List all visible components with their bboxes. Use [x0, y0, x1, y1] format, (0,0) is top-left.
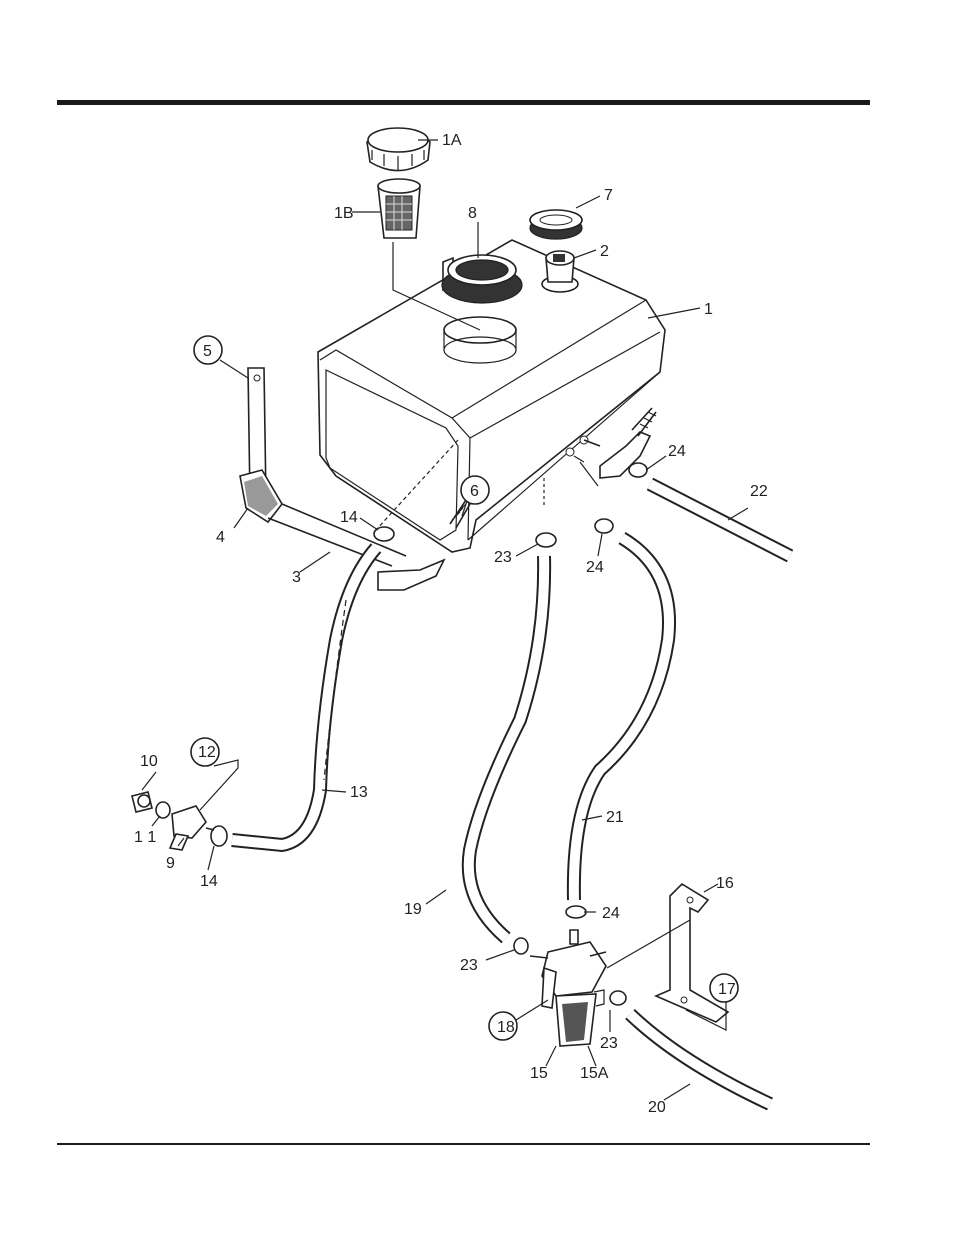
callout-23-upper: 23: [494, 549, 512, 566]
callout-24-upper: 24: [668, 443, 686, 460]
fuel-gauge: [542, 251, 578, 292]
callout-23-lower-right: 23: [600, 1035, 618, 1052]
callout-24-middle: 24: [586, 559, 604, 576]
callout-1B: 1B: [334, 205, 354, 222]
callout-3: 3: [292, 569, 301, 586]
callout-18: 18: [497, 1019, 515, 1036]
filler-neck-gasket: [442, 255, 522, 303]
callout-9: 9: [166, 855, 175, 872]
callout-17: 17: [718, 981, 736, 998]
callout-5: 5: [203, 343, 212, 360]
callout-20: 20: [648, 1099, 666, 1116]
callout-23-lower-left: 23: [460, 957, 478, 974]
fuel-hose-19: [469, 556, 544, 938]
callout-19: 19: [404, 901, 422, 918]
fuel-hose-20: [630, 1014, 770, 1104]
callout-1: 1: [704, 301, 713, 318]
footer-rule: [57, 1143, 870, 1145]
fuel-hose-21: [574, 538, 669, 900]
callout-15A: 15A: [580, 1065, 609, 1082]
callout-21: 21: [606, 809, 624, 826]
hose-clamps: [211, 463, 647, 1005]
callout-14-upper: 14: [340, 509, 358, 526]
callout-1A: 1A: [442, 132, 462, 149]
callout-7: 7: [604, 187, 613, 204]
callout-4: 4: [216, 529, 225, 546]
callout-10: 10: [140, 753, 158, 770]
callout-15: 15: [530, 1065, 548, 1082]
callout-8: 8: [468, 205, 477, 222]
callout-12: 12: [198, 744, 216, 761]
callout-22: 22: [750, 483, 768, 500]
fuel-filter-assembly: [530, 930, 606, 1046]
callout-14-lower: 14: [200, 873, 218, 890]
gauge-gasket: [530, 210, 582, 239]
fuel-hose-22: [650, 484, 790, 556]
filter-bracket: [656, 884, 728, 1022]
callout-24-lower: 24: [602, 905, 620, 922]
fuel-strainer: [378, 179, 420, 238]
fuel-cap: [367, 128, 430, 171]
callout-2: 2: [600, 243, 609, 260]
callout-6: 6: [470, 483, 479, 500]
callout-16: 16: [716, 875, 734, 892]
callout-13: 13: [350, 784, 368, 801]
header-rule: [57, 100, 870, 105]
callout-11: 1 1: [134, 829, 156, 846]
